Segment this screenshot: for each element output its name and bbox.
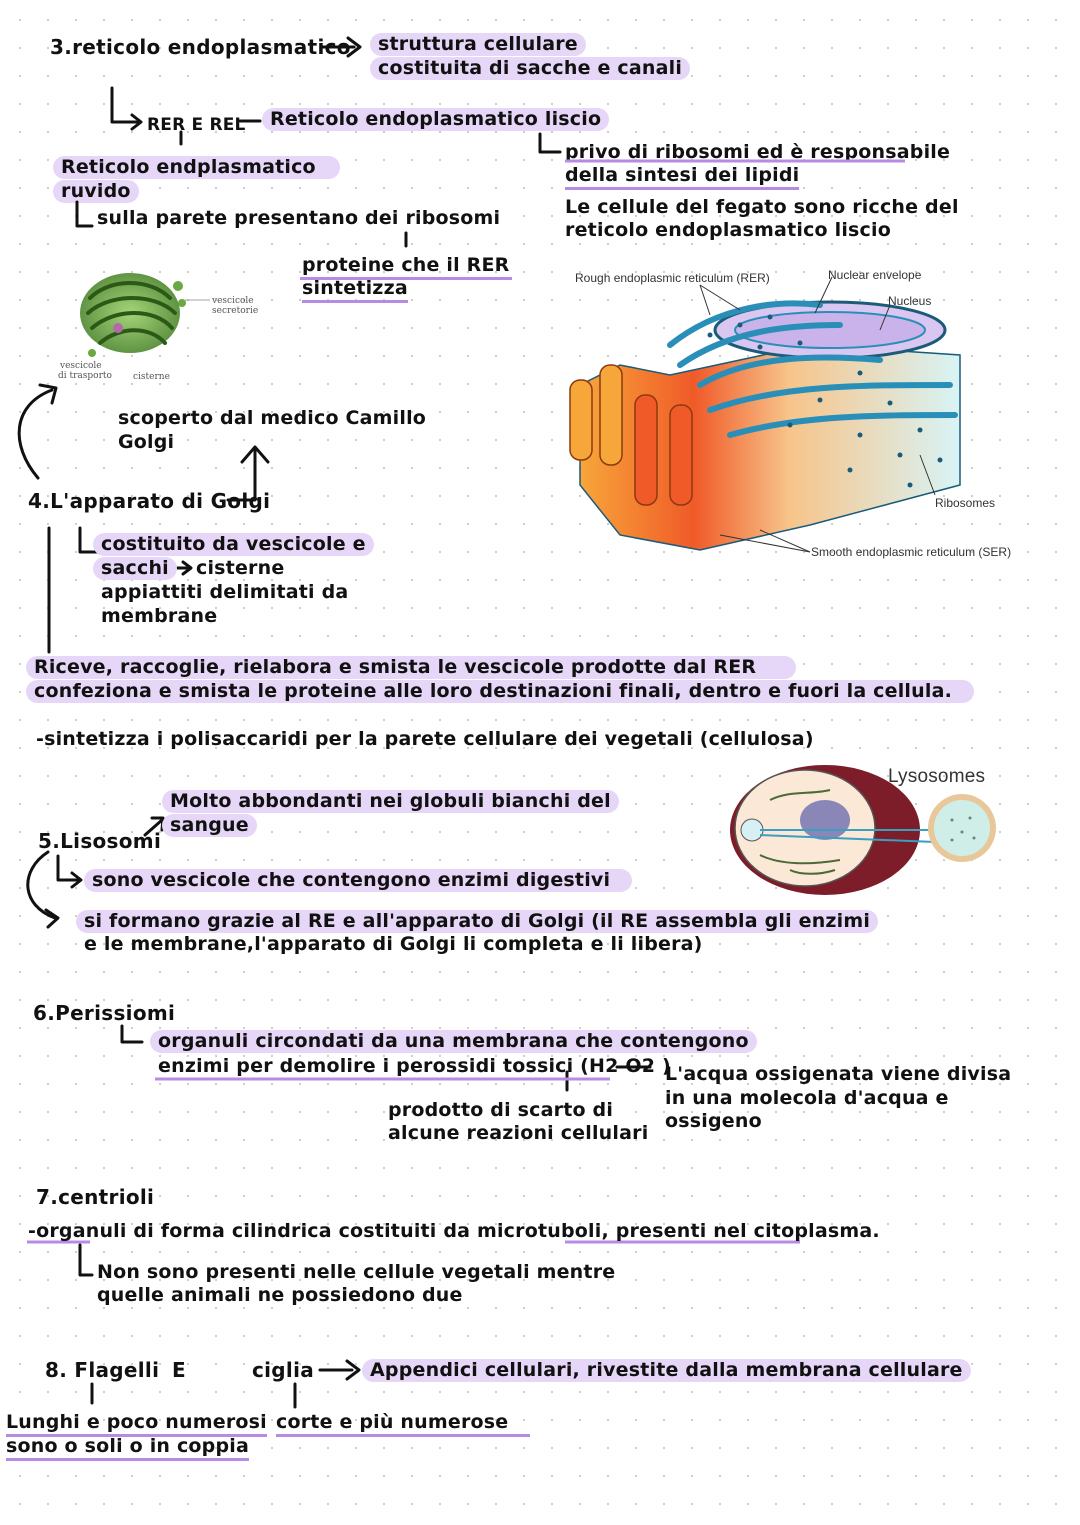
rel-name: Reticolo endoplasmatico liscio (262, 108, 610, 131)
golgi-discovered-2: Golgi (118, 431, 175, 453)
peroxisome-desc-2: enzimi per demolire i perossidi tossici … (158, 1055, 671, 1077)
flagella-cilia-desc: Appendici cellulari, rivestite dalla mem… (362, 1359, 971, 1382)
peroxisome-waste-1: prodotto di scarto di (388, 1099, 614, 1121)
golgi-desc-1: costituito da vescicole e (93, 533, 374, 556)
rer-name-2: ruvido (53, 180, 139, 203)
section-title-peroxisomes: 6.Perissiomi (33, 1001, 176, 1025)
rer-description: sulla parete presentano dei ribosomi (97, 207, 501, 229)
lysosome-form-1: si formano grazie al RE e all'apparato d… (76, 910, 879, 933)
golgi-discovered-1: scoperto dal medico Camillo (118, 407, 427, 429)
rer-proteins-2: sintetizza (302, 277, 408, 303)
lysosome-note-2: sangue (162, 814, 257, 837)
golgi-illustration (80, 273, 210, 357)
golgi-desc-2b: cisterne (196, 557, 285, 579)
golgi-label-secretory-1: vescicole (212, 296, 254, 306)
er-label-envelope: Nuclear envelope (828, 268, 922, 282)
rer-rel-label: RER E REL (147, 115, 246, 135)
peroxisome-split-1: L'acqua ossigenata viene divisa (665, 1063, 1012, 1085)
er-label-nucleus: Nucleus (888, 294, 932, 308)
er-label-ribosomes: Ribosomes (935, 496, 996, 510)
golgi-desc-4: membrane (101, 605, 218, 627)
section-title-flagella: 8. Flagelli (45, 1358, 160, 1382)
golgi-label-transport-1: vescicole (60, 361, 102, 371)
er-label-rer: Rough endoplasmic reticulum (RER) (575, 271, 770, 285)
rer-name-1: Reticolo endplasmatico (53, 156, 340, 179)
centriole-note-1: Non sono presenti nelle cellule vegetali… (97, 1261, 616, 1283)
golgi-label-secretory-2: secretorie (212, 306, 259, 316)
section-title-er: 3.reticolo endoplasmatico (50, 35, 351, 59)
er-definition-2: costituita di sacche e canali (370, 57, 691, 80)
cilia-desc: corte e più numerose (276, 1411, 531, 1437)
rel-description-1: privo di ribosomi ed è responsabile (565, 141, 951, 163)
lysosome-form-2: e le membrane,l'apparato di Golgi li com… (84, 933, 703, 955)
rel-liver-1: Le cellule del fegato sono ricche del (565, 196, 959, 218)
lysosome-figure-label: Lysosomes (888, 766, 986, 787)
peroxisome-split-3: ossigeno (665, 1110, 762, 1132)
section-title-lysosomes: 5.Lisosomi (38, 829, 162, 853)
golgi-desc-3: appiattiti delimitati da (101, 581, 349, 603)
lysosome-desc: sono vescicole che contengono enzimi dig… (84, 869, 633, 892)
lysosome-note-1: Molto abbondanti nei globuli bianchi del (162, 790, 619, 813)
golgi-desc-2a: sacchi (93, 557, 177, 580)
flagella-desc-1: Lunghi e poco numerosi (6, 1411, 267, 1437)
golgi-function-3: -sintetizza i polisaccaridi per la paret… (36, 728, 814, 750)
section-title-golgi: 4.L'apparato di Golgi (28, 489, 271, 513)
peroxisome-split-2: in una molecola d'acqua e (665, 1087, 949, 1109)
er-definition-1: struttura cellulare (370, 33, 586, 56)
peroxisome-desc-1: organuli circondati da una membrana che … (150, 1030, 757, 1053)
rel-liver-2: reticolo endoplasmatico liscio (565, 219, 891, 241)
section-title-centrioles: 7.centrioli (36, 1185, 155, 1209)
peroxisome-waste-2: alcune reazioni cellulari (388, 1122, 649, 1144)
flagella-desc-2: sono o soli o in coppia (6, 1435, 249, 1461)
golgi-label-cisterne: cisterne (133, 372, 170, 382)
golgi-label-transport-2: di trasporto (58, 371, 112, 381)
lysosome-illustration (730, 765, 996, 895)
golgi-function-2: confeziona e smista le proteine alle lor… (26, 680, 975, 703)
er-label-ser: Smooth endoplasmic reticulum (SER) (811, 545, 1012, 559)
section-title-cilia: ciglia (252, 1358, 315, 1382)
centriole-note-2: quelle animali ne possiedono due (97, 1284, 463, 1306)
conjunction-e: E (172, 1358, 186, 1382)
rel-description-2: della sintesi dei lipidi (565, 164, 800, 190)
centriole-desc: -organuli di forma cilindrica costituiti… (28, 1220, 880, 1242)
golgi-function-1: Riceve, raccoglie, rielabora e smista le… (26, 656, 797, 679)
rer-proteins-1: proteine che il RER (300, 254, 512, 280)
er-illustration (569, 276, 961, 553)
